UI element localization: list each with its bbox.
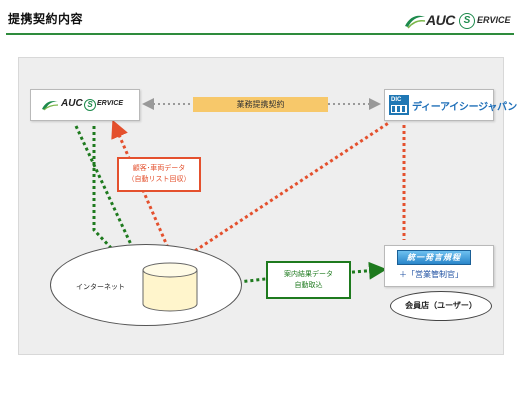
logo-brand-text: AUC: [426, 12, 455, 28]
auc-service-box: AUC S ERVICE: [30, 89, 140, 121]
dic-mark-text: DIC: [391, 97, 402, 103]
swoosh-icon: [42, 101, 59, 111]
dic-japan-name: ディーアイシージャパン: [412, 102, 517, 113]
internet-label: インターネット: [76, 283, 125, 291]
box-logo-suffix: ERVICE: [97, 100, 124, 107]
dic-mark-icon: DIC: [389, 95, 409, 115]
auc-service-logo: AUC S ERVICE: [404, 11, 512, 31]
auc-service-box-logo: AUC S ERVICE: [41, 98, 131, 114]
box-logo-brand: AUC: [61, 98, 83, 109]
customer-data-line1: 顧客･車両データ: [132, 164, 186, 172]
member-system-box: 統一発言規程 ＋「営業管制官」: [384, 245, 494, 287]
guide-result-line1: 案内結果データ: [284, 270, 333, 278]
guide-result-label: 案内結果データ 自動取込: [266, 261, 351, 299]
member-store-label: 会員店（ユーザー）: [390, 291, 492, 321]
red-flow-db-to-auc: [111, 119, 177, 265]
agreement-label: 業務提携契約: [193, 97, 328, 112]
swoosh-icon: [405, 15, 426, 29]
system-subtitle: ＋「営業管制官」: [399, 270, 463, 279]
guide-result-line2: 自動取込: [294, 281, 323, 289]
database-icon: [142, 262, 198, 312]
header-divider: [6, 33, 514, 35]
green-flow-left-down: [92, 126, 155, 294]
dic-mark-bars: [391, 105, 407, 113]
red-flow-djp-to-db: [174, 120, 391, 266]
customer-data-label: 顧客･車両データ （自動リスト回収）: [117, 157, 201, 192]
dic-japan-box: DIC ディーアイシージャパン: [384, 89, 517, 121]
system-logo: 統一発言規程: [397, 250, 471, 265]
customer-data-line2: （自動リスト回収）: [127, 175, 191, 183]
page-title: 提携契約内容: [8, 12, 84, 26]
logo-s-circle: S: [459, 13, 475, 29]
box-logo-s-circle: S: [84, 99, 96, 111]
logo-suffix-text: ERVICE: [477, 15, 511, 25]
